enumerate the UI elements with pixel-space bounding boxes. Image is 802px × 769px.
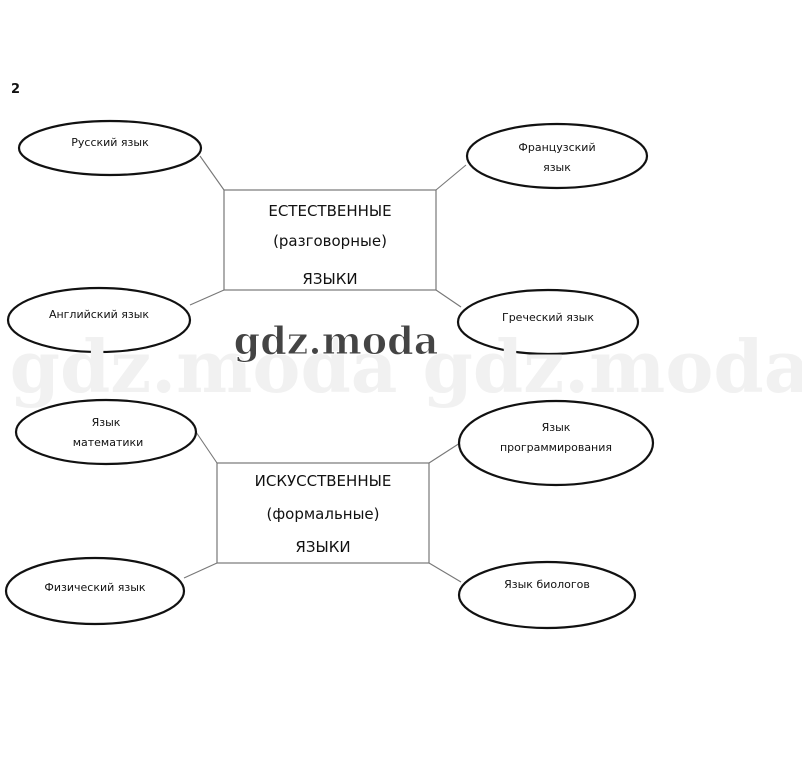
ellipse-english: Английский язык <box>6 286 192 354</box>
ellipse-greek-label: Греческий язык <box>502 311 594 324</box>
ellipse-programming-label-line-2: программирования <box>500 441 612 454</box>
watermark: gdz.moda gdz.moda gdz.moda <box>10 318 802 410</box>
artificial-languages-box: ИСКУССТВЕННЫЕ (формальные) ЯЗЫКИ <box>216 462 430 564</box>
connector-physics <box>183 562 218 579</box>
ellipse-greek: Греческий язык <box>456 288 640 356</box>
connector-english <box>189 289 225 306</box>
ellipse-physics-label: Физический язык <box>44 581 146 594</box>
ellipse-math-label-line-1: Язык <box>92 416 121 429</box>
watermark-text: gdz.moda <box>234 318 439 363</box>
page-number: 2 <box>11 82 20 97</box>
ellipse-english-label: Английский язык <box>49 308 149 321</box>
ellipse-programming-label-line-1: Язык <box>542 421 571 434</box>
natural-languages-box: ЕСТЕСТВЕННЫЕ (разговорные) ЯЗЫКИ <box>223 189 437 291</box>
artificial-title-line-2: (формальные) <box>266 505 379 523</box>
connector-russian <box>199 155 225 191</box>
ellipse-russian-label: Русский язык <box>71 136 149 149</box>
connector-greek <box>435 289 462 308</box>
ellipse-math: Язык математики <box>14 398 198 466</box>
ellipse-russian: Русский язык <box>17 119 203 177</box>
ellipse-math-label-line-2: математики <box>73 436 144 449</box>
natural-box-frame <box>223 189 437 291</box>
artificial-title-line-1: ИСКУССТВЕННЫЕ <box>255 472 392 490</box>
artificial-box-frame <box>216 462 430 564</box>
ellipse-programming: Язык программирования <box>457 399 655 487</box>
connector-french <box>435 164 467 191</box>
natural-title-line-3: ЯЗЫКИ <box>302 270 357 288</box>
connector-math <box>195 431 218 464</box>
artificial-title-line-3: ЯЗЫКИ <box>295 538 350 556</box>
ellipse-biology-label: Язык биологов <box>504 578 590 591</box>
connector-biology <box>428 562 462 583</box>
connectors <box>183 155 467 583</box>
ellipse-french-label-line-1: Французский <box>518 141 595 154</box>
connector-programming <box>428 442 461 464</box>
ellipse-french: Французский язык <box>465 122 649 190</box>
natural-title-line-2: (разговорные) <box>273 232 387 250</box>
natural-title-line-1: ЕСТЕСТВЕННЫЕ <box>268 202 391 220</box>
ellipse-physics: Физический язык <box>4 556 186 626</box>
ellipse-biology: Язык биологов <box>457 560 637 630</box>
ellipse-french-label-line-2: язык <box>543 161 571 174</box>
watermark-ghost-text: gdz.moda gdz.moda <box>10 324 802 409</box>
